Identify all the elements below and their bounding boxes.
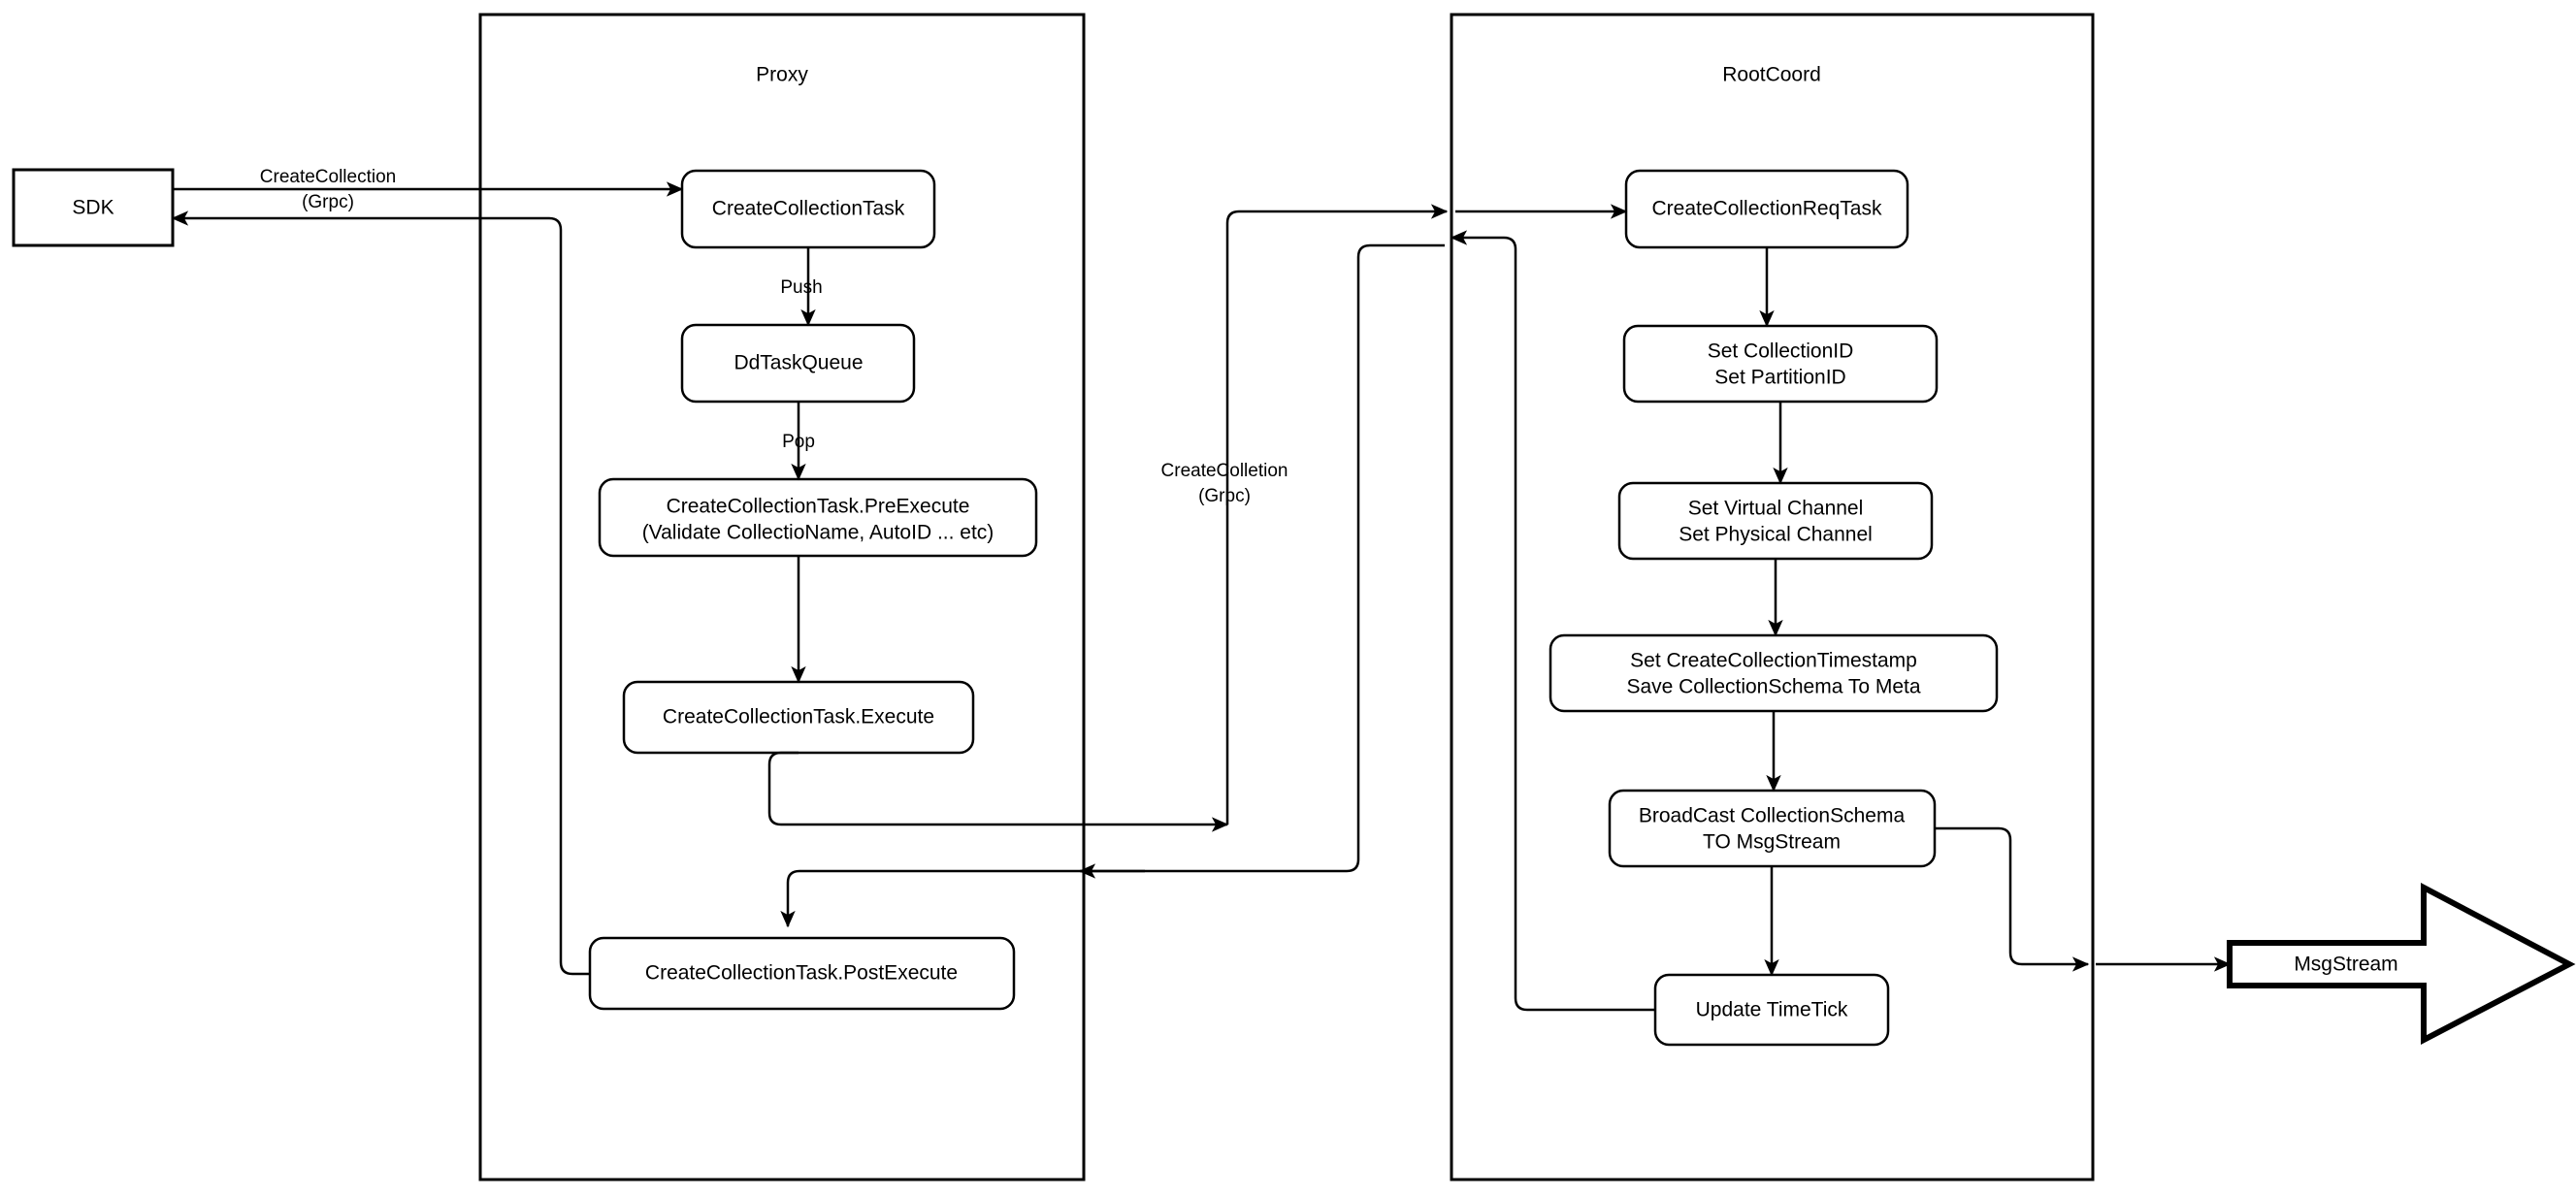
- node-create-collection-task-label: CreateCollectionTask: [712, 198, 905, 220]
- node-broadcast-schema-label-line1: BroadCast CollectionSchema: [1639, 805, 1906, 827]
- node-sdk[interactable]: [12, 168, 175, 247]
- container-rootcoord-title: RootCoord: [1722, 64, 1821, 86]
- node-set-ids-label-line1: Set CollectionID: [1708, 340, 1854, 363]
- node-set-channels[interactable]: [1617, 481, 1934, 561]
- node-sdk-label: SDK: [72, 197, 114, 219]
- node-set-channels-label-line2: Set Physical Channel: [1679, 524, 1873, 546]
- node-set-timestamp-label-line1: Set CreateCollectionTimestamp: [1630, 650, 1917, 672]
- node-broadcast-schema[interactable]: [1608, 789, 1937, 868]
- edge-label-create-collection-grpc-line1: CreateCollection: [260, 167, 396, 187]
- edge-grpc-bus-to-rootcoord: [1225, 204, 1449, 825]
- node-post-execute-label: CreateCollectionTask.PostExecute: [645, 962, 958, 985]
- node-pre-execute[interactable]: [598, 477, 1038, 558]
- edge-broadcast-to-msgstream-bus: [1935, 826, 2090, 972]
- node-set-ids-label-line2: Set PartitionID: [1714, 367, 1845, 389]
- edge-label-pop: Pop: [782, 432, 815, 452]
- node-msgstream-label: MsgStream: [2294, 954, 2397, 976]
- node-msgstream[interactable]: [2227, 883, 2576, 1045]
- node-save-meta-label-line2: Save CollectionSchema To Meta: [1626, 676, 1920, 698]
- edge-execute-to-grpc-bus: [767, 751, 1229, 832]
- edge-label-push: Push: [780, 277, 822, 298]
- edge-rootcoord-response-to-post-execute: [780, 243, 1445, 928]
- node-create-collection-req-task-label: CreateCollectionReqTask: [1652, 198, 1882, 220]
- node-dd-task-queue-label: DdTaskQueue: [734, 352, 863, 374]
- edge-label-createcolletion-grpc-line2: (Grpc): [1198, 486, 1251, 506]
- node-set-channels-label-line1: Set Virtual Channel: [1688, 498, 1864, 520]
- edge-label-create-collection-grpc-line2: (Grpc): [302, 192, 354, 212]
- node-execute-label: CreateCollectionTask.Execute: [663, 706, 934, 728]
- edge-post-execute-to-sdk: [171, 210, 590, 976]
- node-set-ids[interactable]: [1622, 324, 1939, 404]
- node-pre-execute-label-line1: CreateCollectionTask.PreExecute: [667, 496, 970, 518]
- edge-label-createcolletion-grpc-line1: CreateColletion: [1161, 461, 1288, 481]
- node-broadcast-schema-label-line2: TO MsgStream: [1703, 831, 1841, 854]
- container-proxy-title: Proxy: [756, 64, 808, 86]
- node-pre-execute-label-line2: (Validate CollectioName, AutoID ... etc): [642, 522, 995, 544]
- node-update-timetick-label: Update TimeTick: [1696, 999, 1848, 1021]
- node-set-timestamp-save-meta[interactable]: [1549, 633, 1999, 713]
- edge-update-timetick-return: [1450, 230, 1655, 1012]
